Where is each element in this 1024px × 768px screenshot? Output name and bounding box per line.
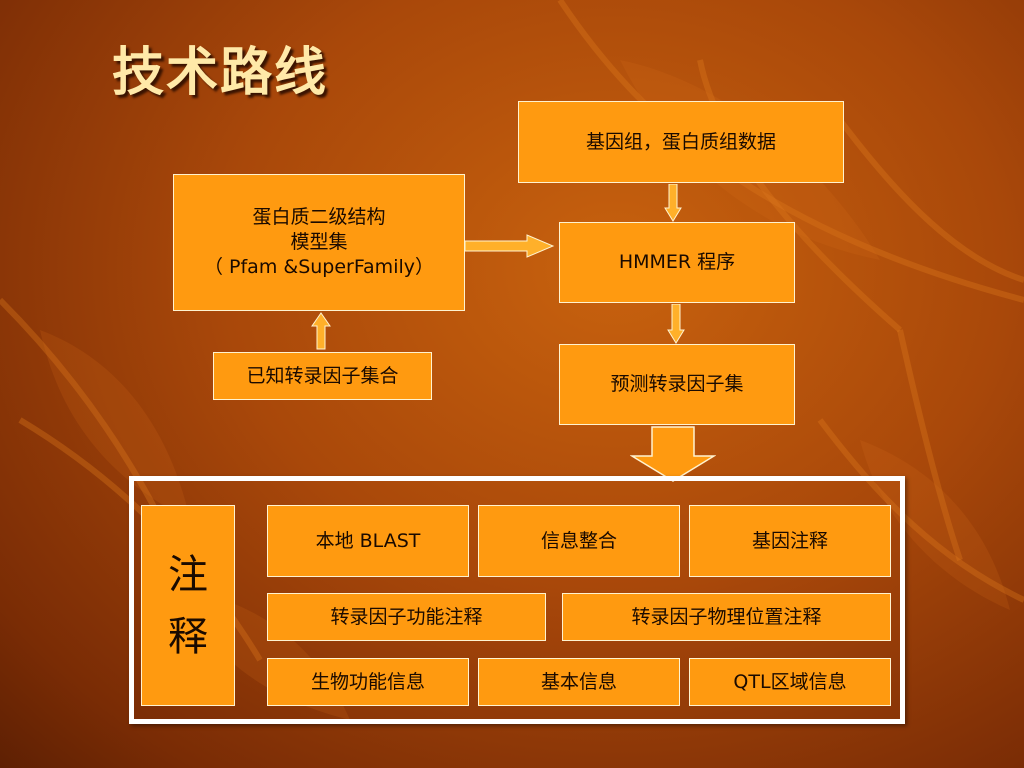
known-tf-box: 已知转录因子集合: [213, 352, 432, 400]
qtl-region-info-label: QTL区域信息: [733, 670, 847, 693]
hmmer-box: HMMER 程序: [559, 222, 795, 303]
info-integration-label: 信息整合: [540, 529, 617, 552]
bio-function-info-label: 生物功能信息: [310, 670, 425, 693]
arrow-down-genome-to-hmmer: [664, 184, 682, 222]
predicted-tf-label: 预测转录因子集: [610, 373, 744, 396]
arrow-down-predicted-to-annotation: [630, 426, 716, 482]
known-tf-label: 已知转录因子集合: [246, 364, 399, 387]
tf-location-annotation-box: 转录因子物理位置注释: [562, 593, 891, 641]
protein-models-box: 蛋白质二级结构 模型集 （ Pfam &SuperFamily）: [173, 174, 465, 311]
genome-data-box: 基因组，蛋白质组数据: [518, 101, 844, 183]
basic-info-box: 基本信息: [478, 658, 680, 706]
annotation-frame: [129, 476, 905, 724]
slide-title: 技术路线: [112, 42, 329, 103]
predicted-tf-box: 预测转录因子集: [559, 344, 795, 425]
blast-label: 本地 BLAST: [315, 529, 421, 552]
basic-info-label: 基本信息: [540, 670, 617, 693]
qtl-region-info-box: QTL区域信息: [689, 658, 891, 706]
gene-annotation-box: 基因注释: [689, 505, 891, 577]
protein-models-line2: 模型集: [290, 231, 348, 254]
hmmer-label: HMMER 程序: [618, 251, 736, 274]
bio-function-info-box: 生物功能信息: [267, 658, 469, 706]
tf-function-annotation-label: 转录因子功能注释: [330, 605, 483, 628]
tf-location-annotation-label: 转录因子物理位置注释: [631, 605, 822, 628]
arrow-down-hmmer-to-predicted: [667, 304, 685, 344]
annotation-label-char1: 注: [168, 551, 208, 598]
protein-models-line3: （ Pfam &SuperFamily）: [204, 255, 434, 278]
info-integration-box: 信息整合: [478, 505, 680, 577]
arrow-right-models-to-hmmer: [465, 234, 555, 258]
gene-annotation-label: 基因注释: [751, 529, 828, 552]
tf-function-annotation-box: 转录因子功能注释: [267, 593, 546, 641]
genome-data-label: 基因组，蛋白质组数据: [585, 130, 776, 153]
annotation-label-box: 注 释: [141, 505, 235, 706]
protein-models-line1: 蛋白质二级结构: [252, 206, 386, 229]
arrow-up-known-to-models: [311, 312, 331, 350]
blast-box: 本地 BLAST: [267, 505, 469, 577]
annotation-label-char2: 释: [168, 613, 208, 660]
